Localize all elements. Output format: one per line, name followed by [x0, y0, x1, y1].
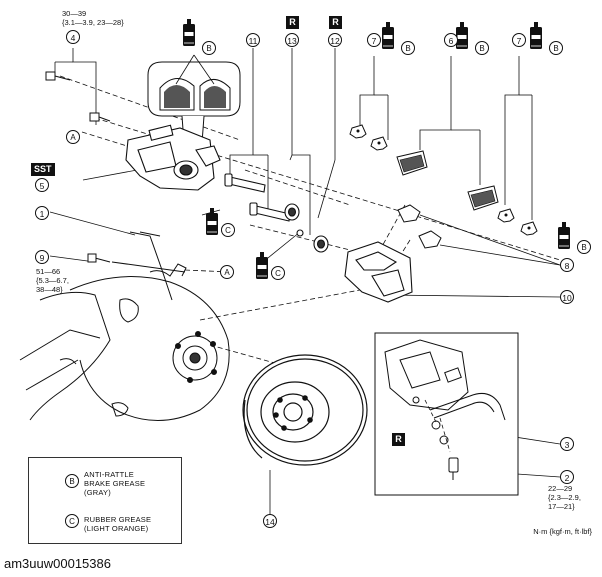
boot [284, 203, 329, 253]
callout-8: 8 [560, 258, 574, 272]
ref-c-2: C [271, 266, 285, 280]
sst-badge: SST [31, 163, 55, 176]
ref-b-5: B [577, 240, 591, 254]
guide-pin [224, 173, 291, 222]
callout-13: 13 [285, 33, 299, 47]
replace-badge-12: R [329, 16, 342, 29]
knuckle-assembly [19, 231, 230, 421]
legend-ref-b: B [65, 474, 79, 488]
bolt [45, 71, 111, 122]
torque-spec-top: 30—39 {3.1—3.9, 23—28} [62, 9, 124, 27]
callout-6: 6 [444, 33, 458, 47]
figure-id: am3uuw00015386 [4, 556, 111, 571]
callout-5: 5 [35, 178, 49, 192]
ref-c-1: C [221, 223, 235, 237]
legend-c-text: RUBBER GREASE (LIGHT ORANGE) [84, 515, 152, 533]
ref-b-4: B [549, 41, 563, 55]
callout-11: 11 [246, 33, 260, 47]
ref-b-3: B [475, 41, 489, 55]
ref-a-bottom: A [220, 265, 234, 279]
grease-legend: B ANTI-RATTLE BRAKE GREASE (GRAY) C RUBB… [28, 457, 182, 544]
ref-a-top: A [66, 130, 80, 144]
callout-2: 2 [560, 470, 574, 484]
legend-ref-c: C [65, 514, 79, 528]
callout-1: 1 [35, 206, 49, 220]
inset-detail-box [374, 332, 519, 496]
legend-b-text: ANTI-RATTLE BRAKE GREASE (GRAY) [84, 470, 146, 497]
callout-12: 12 [328, 33, 342, 47]
torque-units: N·m {kgf·m, ft·lbf} [533, 527, 592, 536]
callout-4: 4 [66, 30, 80, 44]
pad-clip [397, 204, 442, 249]
leader-lines [49, 48, 561, 514]
torque-spec-bleeder: 22—29 {2.3—2.9, 17—21} [548, 484, 581, 511]
ref-b-1: B [202, 41, 216, 55]
callout-9: 9 [35, 250, 49, 264]
shim [349, 124, 538, 236]
caliper-bracket [344, 241, 413, 303]
brake-pad [396, 150, 499, 211]
callout-10: 10 [560, 290, 574, 304]
callout-3: 3 [560, 437, 574, 451]
torque-spec-hub: 51—66 {5.3—6.7, 38—48} [36, 267, 69, 294]
grease-detail-callout [147, 54, 241, 171]
ref-b-2: B [401, 41, 415, 55]
callout-14: 14 [263, 514, 277, 528]
callout-7b: 7 [512, 33, 526, 47]
brake-disc [242, 354, 368, 466]
replace-badge-13: R [286, 16, 299, 29]
replace-badge-inset: R [392, 433, 405, 446]
callout-7a: 7 [367, 33, 381, 47]
caliper [125, 124, 221, 191]
